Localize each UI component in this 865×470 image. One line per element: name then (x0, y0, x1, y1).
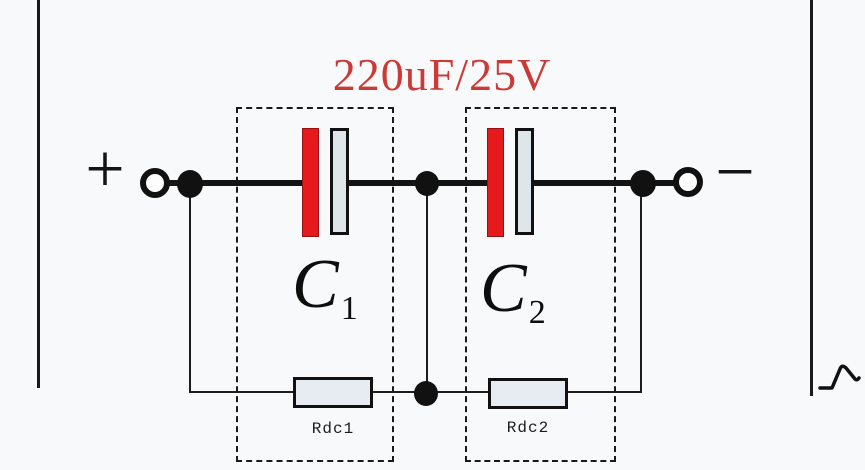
terminal-ring-right-icon (673, 167, 703, 197)
wire-right-rise (640, 183, 642, 393)
plus-terminal-label: + (85, 131, 125, 208)
resistor-rdc1-body (293, 377, 373, 408)
c2-red-plate (487, 128, 504, 237)
wire-right-segment (530, 180, 680, 186)
wire-bottom-mid-left-run (371, 391, 426, 393)
junction-dot-left (177, 170, 203, 198)
c2-gray-plate (515, 128, 534, 235)
wire-left-drop (189, 184, 191, 392)
c1-gray-plate (330, 128, 349, 235)
c2-letter: C (480, 250, 527, 327)
junction-dot-bottom (414, 381, 438, 406)
c1-subscript: 1 (340, 290, 358, 327)
junction-dot-center (415, 171, 439, 196)
c1-letter: C (292, 246, 339, 323)
resistor-rdc1-label: Rdc1 (311, 420, 355, 438)
junction-dot-right (630, 170, 656, 197)
wire-left-segment (158, 180, 304, 186)
terminal-ring-left-icon (140, 168, 170, 198)
resistor-rdc2-body (488, 378, 568, 409)
resistor-rdc2-label: Rdc2 (506, 419, 550, 437)
c1-red-plate (302, 128, 319, 237)
wire-center-drop (426, 183, 428, 393)
wire-bottom-mid-right-run (426, 391, 490, 393)
wire-bottom-right-run (566, 391, 642, 393)
minus-terminal-label: − (715, 134, 755, 211)
frame-line-right (810, 0, 813, 396)
wire-bottom-left-run (189, 391, 295, 393)
capacitor-c2-boundary (465, 107, 616, 462)
capacitor-rating-label: 220uF/25V (332, 49, 552, 100)
squiggle-annotation-icon (818, 364, 861, 390)
c2-subscript: 2 (528, 294, 546, 331)
capacitor-c1-boundary (236, 107, 394, 462)
frame-line-left (37, 0, 40, 388)
